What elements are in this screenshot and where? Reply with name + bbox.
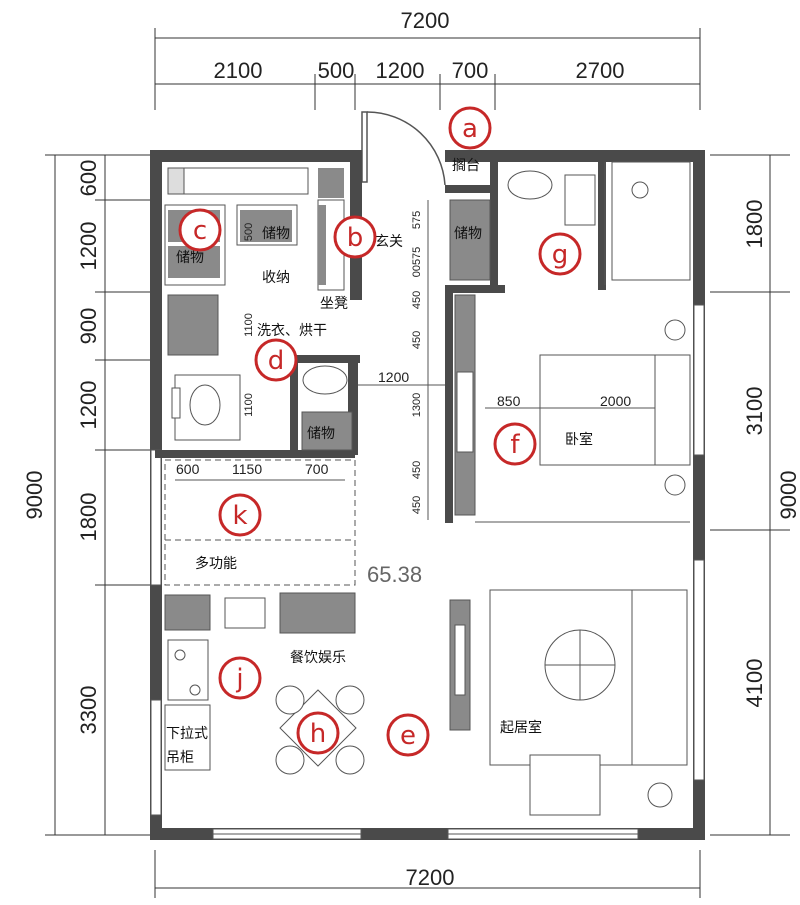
top-dim-4: 700 bbox=[452, 58, 489, 83]
interior-walls bbox=[155, 150, 606, 523]
dim-bed-length: 2000 bbox=[600, 393, 631, 409]
bedroom-label: 卧室 bbox=[565, 431, 593, 448]
storage-label-1: 储物 bbox=[262, 226, 290, 242]
top-dim-3: 1200 bbox=[376, 58, 425, 83]
badge-g: g bbox=[538, 232, 582, 276]
right-dimensions bbox=[710, 154, 790, 836]
left-dim-4: 1200 bbox=[76, 381, 101, 430]
inner-dim-lines bbox=[175, 200, 655, 520]
multi-function-zone bbox=[164, 459, 356, 586]
dim-wall-b: 00575 bbox=[411, 247, 423, 278]
lower-left-bath bbox=[171, 365, 353, 451]
area-label: 65.38 bbox=[367, 562, 422, 587]
bottom-total-dimension: 7200 bbox=[406, 865, 455, 890]
side-windows bbox=[150, 304, 705, 816]
dim-wall-d: 450 bbox=[411, 331, 423, 349]
dim-wall-a: 575 bbox=[411, 211, 423, 229]
svg-text:k: k bbox=[232, 501, 247, 531]
left-dim-3: 900 bbox=[76, 308, 101, 345]
dim-wall-g: 450 bbox=[411, 496, 423, 514]
storage-label-3: 储物 bbox=[454, 226, 482, 242]
badge-j: j bbox=[218, 656, 262, 700]
dim-toilet-h: 1100 bbox=[243, 393, 255, 417]
svg-text:g: g bbox=[552, 240, 569, 270]
shelf-label: 搁台 bbox=[452, 158, 480, 174]
dim-aisle: 1200 bbox=[378, 369, 409, 385]
top-dim-2: 500 bbox=[318, 58, 355, 83]
entry-door bbox=[361, 111, 446, 186]
top-dimensions bbox=[154, 28, 701, 110]
storage-label-2: 储物 bbox=[176, 250, 204, 266]
dining-label: 餐饮娱乐 bbox=[290, 650, 346, 666]
badge-c: c bbox=[178, 208, 222, 252]
svg-text:a: a bbox=[462, 114, 478, 144]
right-total-dimension: 9000 bbox=[776, 471, 800, 520]
badge-k: k bbox=[218, 493, 262, 537]
top-dim-5: 2700 bbox=[576, 58, 625, 83]
top-dim-1: 2100 bbox=[214, 58, 263, 83]
right-dim-2: 3100 bbox=[742, 387, 767, 436]
left-dim-1: 600 bbox=[76, 160, 101, 197]
stool-label: 坐凳 bbox=[320, 296, 348, 312]
multi-label: 多功能 bbox=[195, 555, 237, 572]
badge-h: h bbox=[296, 711, 340, 755]
left-dim-2: 1200 bbox=[76, 222, 101, 271]
badge-a: a bbox=[448, 106, 492, 150]
badge-e: e bbox=[386, 713, 430, 757]
svg-text:h: h bbox=[310, 719, 326, 749]
living-room-furniture bbox=[449, 589, 688, 816]
svg-text:e: e bbox=[400, 721, 416, 751]
dim-multi-b: 1150 bbox=[232, 461, 262, 477]
dim-storage-w: 500 bbox=[243, 223, 255, 241]
bedroom-furniture bbox=[454, 294, 691, 523]
svg-text:j: j bbox=[235, 664, 243, 694]
svg-text:c: c bbox=[193, 216, 207, 246]
kitchen-dining bbox=[164, 592, 365, 775]
upper-right-bath bbox=[449, 161, 691, 285]
closet-label: 收纳 bbox=[262, 270, 290, 286]
dim-wall-e: 1300 bbox=[411, 393, 423, 417]
storage-label-4: 储物 bbox=[307, 426, 335, 442]
badge-d: d bbox=[254, 338, 298, 382]
left-total-dimension: 9000 bbox=[22, 471, 47, 520]
badge-b: b bbox=[333, 215, 377, 259]
dim-wall-c: 450 bbox=[411, 291, 423, 309]
dim-laundry-h: 1100 bbox=[243, 313, 255, 337]
dim-multi-c: 700 bbox=[305, 461, 329, 477]
bottom-windows bbox=[212, 828, 639, 840]
top-total-dimension: 7200 bbox=[401, 8, 450, 33]
badge-f: f bbox=[493, 422, 537, 466]
cabinet-label-2: 吊柜 bbox=[166, 750, 194, 766]
svg-text:f: f bbox=[510, 430, 520, 460]
right-dim-3: 4100 bbox=[742, 659, 767, 708]
living-label: 起居室 bbox=[500, 719, 542, 736]
dim-wall-f: 450 bbox=[411, 461, 423, 479]
right-dim-1: 1800 bbox=[742, 200, 767, 249]
entry-label: 玄关 bbox=[375, 233, 403, 250]
bottom-dimension bbox=[154, 850, 701, 898]
left-dim-5: 1800 bbox=[76, 493, 101, 542]
left-dimensions bbox=[45, 154, 150, 836]
svg-text:d: d bbox=[268, 346, 285, 376]
svg-text:b: b bbox=[347, 223, 364, 253]
dim-bed-offset: 850 bbox=[497, 393, 521, 409]
left-dim-6: 3300 bbox=[76, 686, 101, 735]
laundry-label: 洗衣、烘干 bbox=[257, 323, 327, 339]
cabinet-label-1: 下拉式 bbox=[166, 726, 208, 742]
dim-multi-a: 600 bbox=[176, 461, 200, 477]
